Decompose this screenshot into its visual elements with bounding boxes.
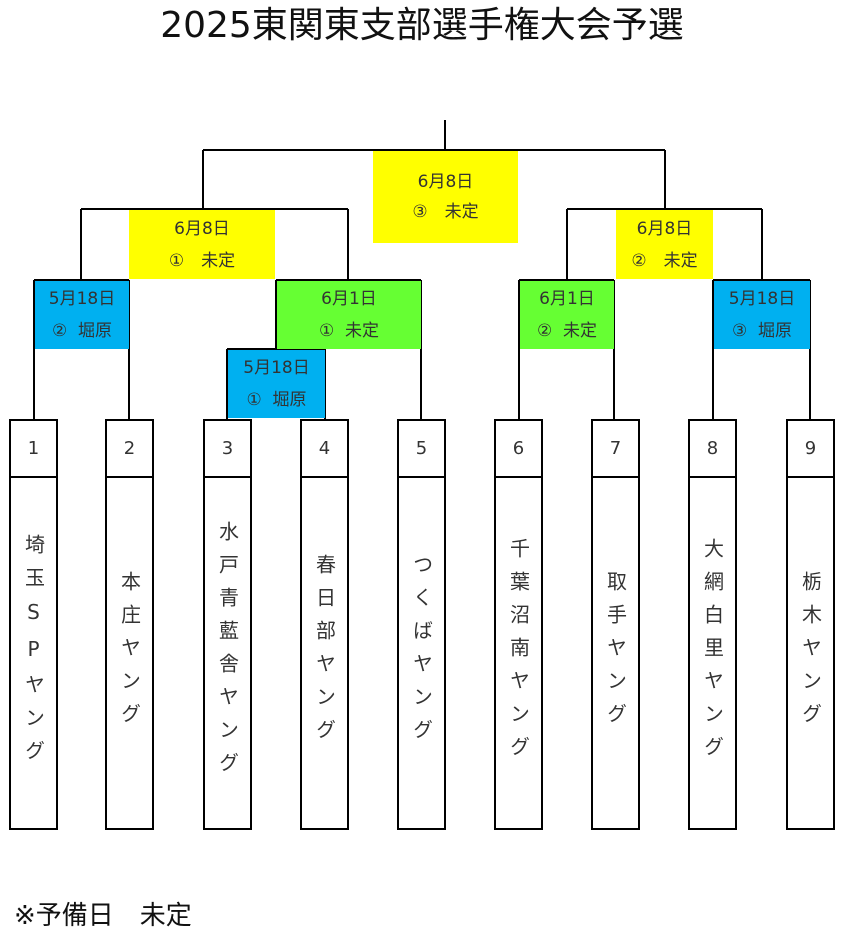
- team-name: 埼玉SPヤング: [21, 533, 46, 773]
- team-name-box: [300, 476, 349, 830]
- footnote: ※予備日 未定: [14, 901, 192, 931]
- team-number: 6: [512, 438, 525, 459]
- team-name: 本庄ヤング: [117, 570, 142, 736]
- team-number-box: [688, 419, 737, 478]
- match-r1-3-4-info: ① 堀原: [246, 390, 307, 410]
- match-r2-6-7: 6月1日 ② 未定: [520, 281, 614, 349]
- team-number: 4: [318, 438, 331, 459]
- team-number: 8: [706, 438, 719, 459]
- team-name-cell: 春日部ヤング: [301, 478, 348, 828]
- team-name-box: [105, 476, 154, 830]
- match-semi-left: 6月8日 ① 未定: [129, 210, 275, 279]
- match-r1-1-2-date: 5月18日: [48, 289, 116, 309]
- team-name-box: [494, 476, 543, 830]
- team-name: つくばヤング: [409, 554, 434, 752]
- team-name-cell: 大網白里ヤング: [689, 478, 736, 828]
- team-number-box: [397, 419, 446, 478]
- match-r2-6-7-info: ② 未定: [536, 321, 598, 341]
- match-semi-left-date: 6月8日: [174, 218, 230, 239]
- team-name-cell: 水戸青藍舎ヤング: [204, 478, 251, 828]
- team-name-cell: 千葉沼南ヤング: [495, 478, 542, 828]
- match-final: 6月8日 ③ 未定: [373, 151, 518, 243]
- team-name: 水戸青藍舎ヤング: [215, 521, 240, 785]
- team-name-box: [203, 476, 252, 830]
- team-number: 3: [221, 438, 234, 459]
- team-number: 5: [415, 438, 428, 459]
- team-name: 栃木ヤング: [798, 570, 823, 736]
- match-final-date: 6月8日: [417, 172, 474, 192]
- team-name-box: [688, 476, 737, 830]
- team-name-cell: 埼玉SPヤング: [10, 478, 57, 828]
- team-number-box: [786, 419, 835, 478]
- team-number: 2: [123, 438, 136, 459]
- team-name: 春日部ヤング: [312, 554, 337, 752]
- match-r1-8-9-date: 5月18日: [728, 289, 796, 309]
- match-r1-3-4-date: 5月18日: [243, 358, 310, 378]
- team-name-box: [9, 476, 58, 830]
- match-final-info: ③ 未定: [412, 202, 479, 222]
- team-name-cell: 栃木ヤング: [787, 478, 834, 828]
- team-number: 1: [27, 438, 40, 459]
- match-semi-right-date: 6月8日: [636, 218, 693, 239]
- team-number: 9: [804, 438, 817, 459]
- team-number: 7: [609, 438, 622, 459]
- team-number-box: [9, 419, 58, 478]
- team-name-cell: 本庄ヤング: [106, 478, 153, 828]
- match-semi-left-info: ① 未定: [168, 250, 236, 271]
- team-name: 大網白里ヤング: [700, 537, 725, 769]
- team-name: 千葉沼南ヤング: [506, 537, 531, 769]
- team-name-box: [591, 476, 640, 830]
- match-r1-1-2: 5月18日 ② 堀原: [35, 281, 129, 349]
- team-name-box: [786, 476, 835, 830]
- team-name-box: [397, 476, 446, 830]
- team-name-cell: 取手ヤング: [592, 478, 639, 828]
- page-title: 2025東関東支部選手権大会予選: [160, 5, 684, 46]
- match-r2-left-date: 6月1日: [321, 289, 377, 309]
- match-r1-8-9-info: ③ 堀原: [731, 321, 793, 341]
- match-r2-left: 6月1日 ① 未定: [277, 281, 421, 349]
- match-r1-3-4: 5月18日 ① 堀原: [228, 350, 325, 418]
- team-number-box: [494, 419, 543, 478]
- match-semi-right-info: ② 未定: [631, 250, 698, 271]
- team-name: 取手ヤング: [603, 570, 628, 736]
- team-name-cell: つくばヤング: [398, 478, 445, 828]
- match-r1-1-2-info: ② 堀原: [51, 321, 113, 341]
- match-r1-8-9: 5月18日 ③ 堀原: [714, 281, 810, 349]
- match-r2-6-7-date: 6月1日: [539, 289, 595, 309]
- match-semi-right: 6月8日 ② 未定: [616, 210, 713, 279]
- match-r2-left-info: ① 未定: [318, 321, 380, 341]
